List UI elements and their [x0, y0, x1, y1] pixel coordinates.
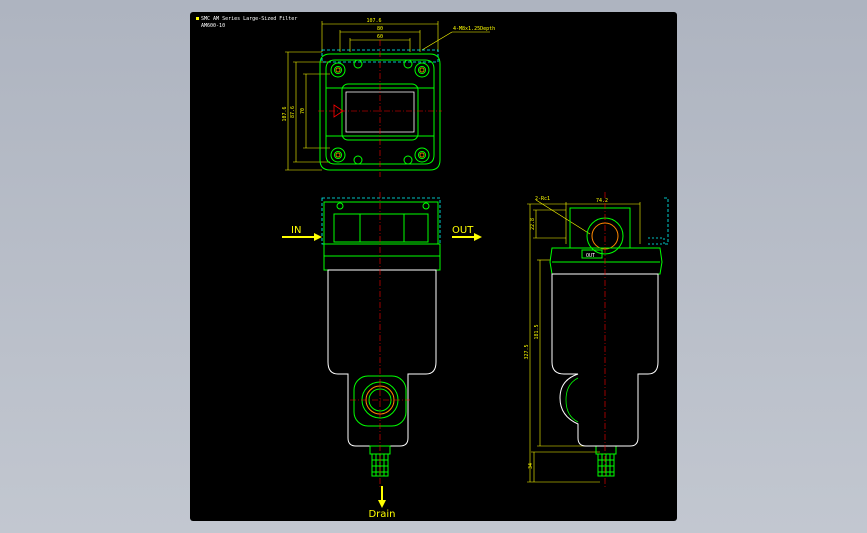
dim-top-width: 107.6	[366, 18, 381, 24]
dim-side-port: 2-Rc1	[535, 196, 550, 202]
top-view: 107.6 80 60 4-M8x1.25Depth 107.6 87.6 70	[282, 18, 495, 177]
dim-side-body: 181.5	[534, 324, 540, 339]
title-line-2: AM600-10	[201, 23, 225, 29]
side-view: 2-Rc1 74.2 22.8 181.5 327.5 34 OUT	[524, 192, 669, 488]
dim-top-inner-2: 60	[377, 34, 383, 40]
filter-drawing: SMC AM Series Large-Sized Filter AM600-1…	[196, 16, 669, 520]
dim-side-total: 327.5	[524, 344, 530, 359]
dim-side-small: 22.8	[530, 218, 536, 230]
dim-mount-holes: 4-M8x1.25Depth	[453, 26, 495, 32]
drain-label: Drain	[368, 509, 395, 520]
dim-top-height-3: 70	[300, 108, 306, 114]
dim-side-drain: 34	[528, 463, 534, 469]
dim-top-height-2: 87.6	[290, 106, 296, 118]
title-marker	[196, 17, 199, 20]
title-line-1: SMC AM Series Large-Sized Filter	[201, 16, 297, 22]
out-label: OUT	[452, 225, 474, 236]
in-label: IN	[291, 225, 301, 236]
cad-drawing-canvas: SMC AM Series Large-Sized Filter AM600-1…	[190, 12, 677, 521]
dim-top-height-1: 107.6	[282, 106, 288, 121]
dim-top-inner-1: 80	[377, 26, 383, 32]
port-tag: OUT	[586, 253, 595, 259]
dim-side-width: 74.2	[596, 198, 608, 204]
front-view: IN OUT Drain	[282, 192, 482, 520]
